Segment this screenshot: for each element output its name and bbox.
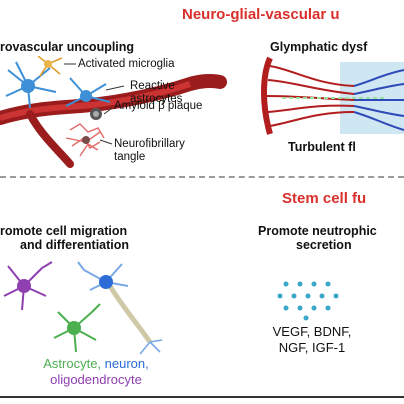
glymphatic-illustration	[261, 56, 404, 135]
neurovascular-illustration	[0, 56, 227, 168]
panel-title-glymphatic: Glymphatic dysf	[270, 40, 368, 54]
label-amyloid-plaque: Amyloid β plaque	[114, 100, 203, 112]
caption-oligodendrocyte: oligodendrocyte	[50, 372, 142, 387]
section-title-neuro-glial-vascular: Neuro-glial-vascular u	[182, 6, 340, 23]
section-divider	[0, 176, 404, 178]
caption-astrocyte: Astrocyte,	[43, 356, 102, 371]
factors-line1: VEGF, BDNF,	[272, 324, 352, 339]
panel-title-neurotrophic-1: Promote neutrophic	[258, 224, 377, 238]
caption-cell-types-line1: Astrocyte, neuron,	[6, 356, 186, 372]
panel-title-migration-1: romote cell migration	[0, 224, 128, 238]
panel-title-migration-2: and differentiation	[20, 238, 130, 252]
caption-neuron: neuron,	[104, 356, 149, 371]
label-activated-microglia: Activated microglia	[78, 58, 175, 70]
panel-title-neurotrophic-2: secretion	[296, 238, 352, 252]
label-neurofibrillary-2: tangle	[114, 151, 146, 163]
label-reactive-astrocytes-1: Reactive	[130, 80, 175, 92]
factors-line2: NGF, IGF-1	[278, 340, 346, 355]
label-reactive-astrocytes-2: astrocytes	[130, 93, 183, 105]
caption-turbulent-flow: Turbulent fl	[288, 140, 356, 154]
panel-title-neurovascular-uncoupling: rovascular uncoupling	[0, 40, 135, 54]
secreted-factors-dots	[277, 281, 339, 321]
cells-illustration	[3, 261, 163, 355]
section-title-stem-cell: Stem cell fu	[282, 190, 367, 207]
label-neurofibrillary-1: Neurofibrillary	[114, 138, 185, 150]
bottom-border	[0, 396, 404, 398]
